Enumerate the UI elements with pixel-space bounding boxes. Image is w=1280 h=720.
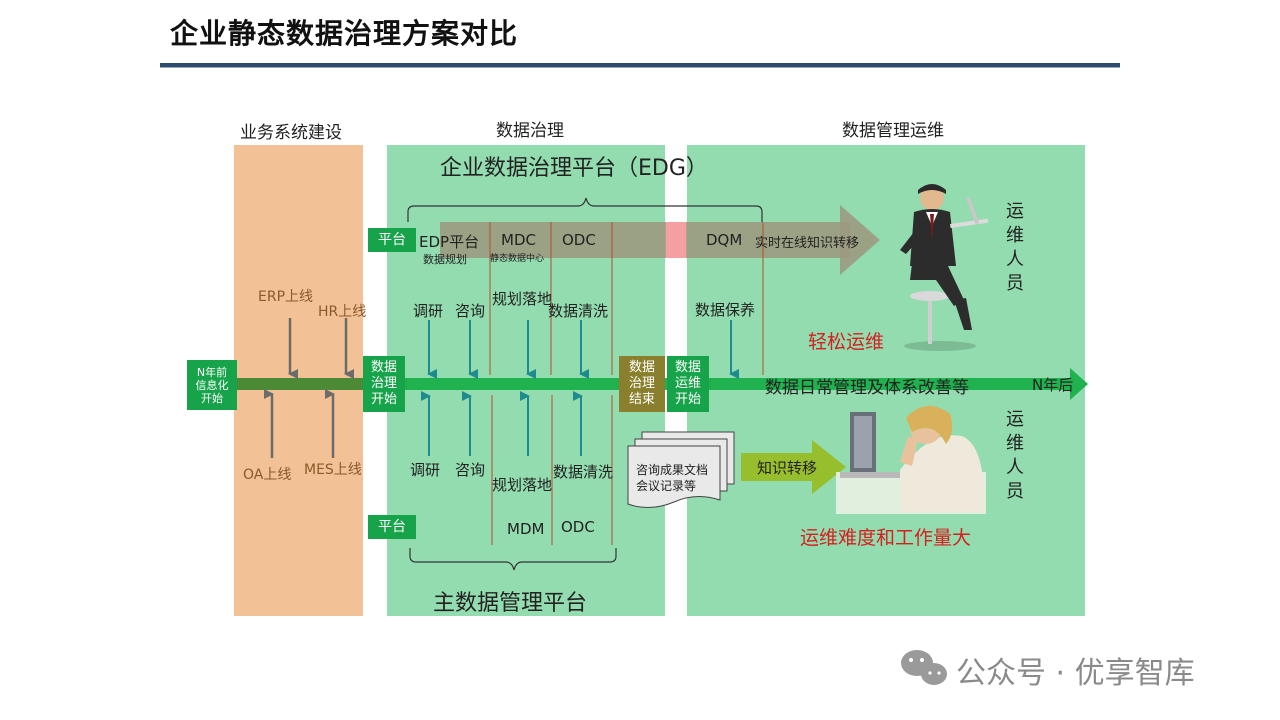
platform-tag-bottom: 平台 [368, 515, 416, 539]
dqm-module-label: DQM [706, 231, 743, 249]
odc-module-label-bottom: ODC [561, 518, 595, 536]
top-step-cleanse: 数据清洗 [548, 302, 609, 320]
edg-platform-title: 企业数据治理平台（EDG） [440, 156, 708, 181]
system-hr-label: HR上线 [318, 304, 367, 320]
system-mes-label: MES上线 [304, 462, 362, 478]
module-separators [489, 222, 764, 545]
bottom-step-plan: 规划落地 [492, 476, 553, 494]
info-start-box: N年前 信息化 开始 [187, 360, 237, 410]
section-governance-label: 数据治理 [496, 121, 564, 141]
step-arrows [421, 320, 739, 456]
top-step-consult: 咨询 [455, 302, 486, 320]
main-timeline [234, 368, 1088, 400]
mdm-platform-title: 主数据管理平台 [433, 591, 588, 616]
top-step-maintain: 数据保养 [695, 301, 756, 319]
realtime-transfer-label: 实时在线知识转移 [755, 236, 860, 251]
mdc-module-label: MDC [501, 231, 536, 249]
odc-module-label-top: ODC [562, 231, 596, 249]
edp-module-label: EDP平台 [419, 233, 480, 251]
document-stack-icon [627, 431, 735, 508]
edg-band-arrow [440, 205, 880, 275]
bottom-step-research: 调研 [410, 461, 441, 479]
timeline-text: 数据日常管理及体系改善等 [765, 378, 969, 398]
knowledge-transfer-label: 知识转移 [757, 459, 818, 477]
mdm-module-label: MDM [507, 520, 545, 538]
bottom-step-cleanse: 数据清洗 [553, 463, 614, 481]
ops-people-label-bottom: 运 维 人 员 [1006, 409, 1024, 502]
bottom-step-consult: 咨询 [455, 461, 486, 479]
stressed-operator-icon [836, 405, 986, 514]
top-step-research: 调研 [413, 302, 444, 320]
edg-brace [407, 197, 763, 222]
easy-ops-caption: 轻松运维 [808, 331, 885, 353]
page-title: 企业静态数据治理方案对比 [170, 17, 519, 50]
system-erp-label: ERP上线 [258, 289, 314, 305]
document-stack-label: 咨询成果文档 会议记录等 [636, 463, 709, 493]
platform-tag-top: 平台 [368, 228, 416, 252]
system-arrows [264, 318, 354, 458]
governance-start-box: 数据 治理 开始 [363, 356, 405, 412]
edp-module-sublabel: 数据规划 [423, 253, 467, 266]
timeline-end-label: N年后 [1032, 376, 1074, 394]
section-business-label: 业务系统建设 [240, 123, 342, 143]
hard-ops-caption: 运维难度和工作量大 [800, 527, 972, 549]
top-step-plan: 规划落地 [492, 290, 553, 308]
mdm-brace [409, 548, 617, 571]
knowledge-transfer-arrow [741, 440, 846, 494]
ops-people-label-top: 运 维 人 员 [1006, 201, 1024, 294]
system-oa-label: OA上线 [243, 467, 292, 483]
section-operations-label: 数据管理运维 [842, 121, 944, 141]
mdc-module-sublabel: 静态数据中心 [490, 254, 545, 264]
wechat-logo-icon [901, 650, 947, 685]
governance-end-box: 数据 治理 结束 [619, 356, 665, 412]
relaxed-operator-icon [900, 184, 989, 351]
operations-start-box: 数据 运维 开始 [667, 356, 709, 412]
watermark-text: 公众号 · 优享智库 [956, 656, 1195, 691]
title-rule [160, 63, 1120, 68]
